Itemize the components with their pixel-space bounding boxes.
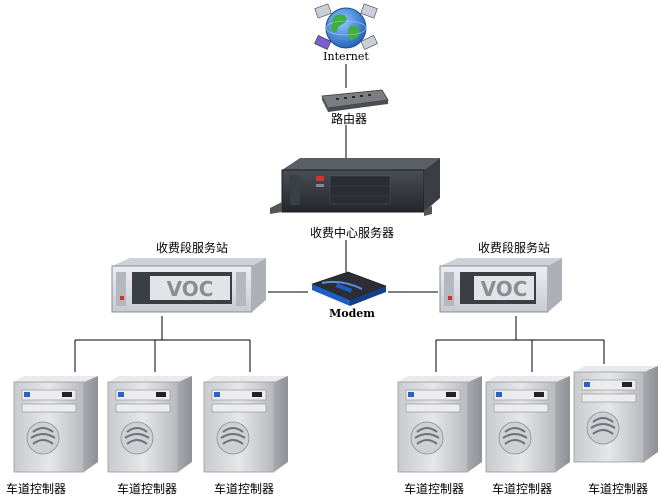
router-icon: [321, 89, 389, 112]
svg-text:VOC: VOC: [167, 277, 214, 301]
modem-label: Modem: [329, 307, 375, 320]
router-label: 路由器: [330, 112, 368, 126]
station-server-right-icon: VOC: [439, 258, 562, 313]
svg-text:VOC: VOC: [481, 277, 528, 301]
lane-controller-towers: [13, 366, 658, 473]
connector-lines: [74, 64, 605, 372]
lane-controller-left-1-icon: [13, 376, 98, 473]
lane-controller-right-2-icon: [485, 376, 570, 473]
lane-controller-right-2-label: 车道控制器: [491, 482, 553, 496]
lane-controller-left-3-label: 车道控制器: [213, 482, 275, 496]
lane-controller-left-3-icon: [203, 376, 288, 473]
lane-controller-left-2-label: 车道控制器: [116, 482, 178, 496]
modem-icon: [311, 271, 387, 306]
internet-label: Internet: [323, 50, 369, 63]
lane-controller-left-2-icon: [107, 376, 192, 473]
station-right-label: 收费段服务站: [477, 241, 551, 255]
lane-controller-right-1-icon: [397, 376, 482, 473]
central-server-label: 收费中心服务器: [309, 226, 395, 240]
station-server-left-icon: VOC: [111, 258, 266, 313]
internet-globe-icon: [314, 3, 378, 50]
lane-controller-right-3-label: 车道控制器: [587, 482, 649, 496]
lane-controller-right-3-icon: [573, 366, 658, 463]
lane-controller-left-1-label: 车道控制器: [5, 482, 67, 496]
station-left-label: 收费段服务站: [155, 241, 229, 255]
central-server-icon: [270, 158, 440, 216]
lane-controller-right-1-label: 车道控制器: [403, 482, 465, 496]
